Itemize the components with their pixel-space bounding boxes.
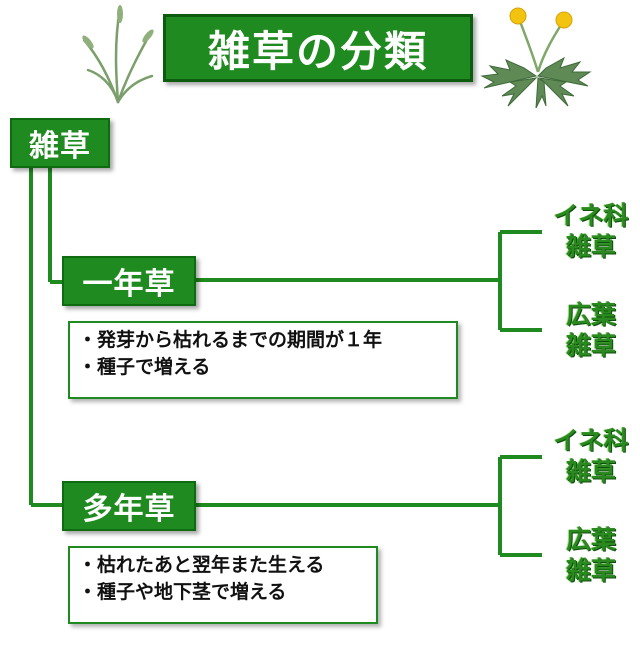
perennial-note-line-2: ・種子や地下茎で増える: [78, 581, 287, 603]
leaf-line-2: 雑草: [565, 331, 616, 360]
perennial-label: 多年草: [82, 492, 176, 527]
perennial-note-line-1: ・枯れたあと翌年また生える: [78, 554, 325, 576]
leaf-line-2: 雑草: [565, 457, 616, 486]
annual-note-line-1: ・発芽から枯れるまでの期間が１年: [78, 329, 383, 351]
root-label: 雑草: [29, 129, 91, 164]
annual-note: ・発芽から枯れるまでの期間が１年 ・種子で増える: [68, 321, 458, 399]
grass-weed-icon: [82, 5, 154, 104]
title-banner: 雑草の分類: [163, 14, 473, 82]
leaf-line-2: 雑草: [565, 232, 616, 261]
annual-label: 一年草: [82, 267, 176, 302]
leaf-line-1: イネ科: [553, 426, 629, 455]
page-title: 雑草の分類: [207, 26, 428, 76]
annual-node: 一年草: [62, 256, 196, 306]
leaf-line-1: 広葉: [565, 300, 616, 329]
annual-leaf-broadleaf: 広葉 雑草: [546, 299, 636, 361]
annual-leaf-grass: イネ科 雑草: [546, 200, 636, 262]
leaf-line-2: 雑草: [565, 556, 616, 585]
root-node: 雑草: [10, 118, 110, 168]
perennial-note: ・枯れたあと翌年また生える ・種子や地下茎で増える: [68, 546, 378, 624]
dandelion-icon: [480, 7, 592, 109]
perennial-leaf-broadleaf: 広葉 雑草: [546, 524, 636, 586]
annual-note-line-2: ・種子で増える: [78, 356, 211, 378]
leaf-line-1: イネ科: [553, 201, 629, 230]
perennial-leaf-grass: イネ科 雑草: [546, 425, 636, 487]
perennial-node: 多年草: [62, 481, 196, 531]
leaf-line-1: 広葉: [565, 525, 616, 554]
